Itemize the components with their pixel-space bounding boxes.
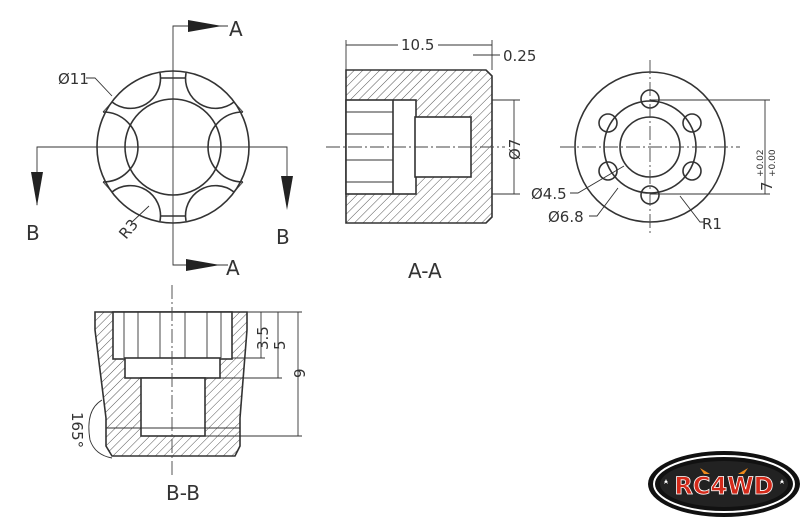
arrow-a-top-icon: [188, 20, 222, 32]
end-view: 7 +0.02 +0.00 Ø4.5 Ø6.8 R1: [531, 60, 778, 235]
arrow-a-bottom-icon: [186, 259, 220, 271]
arrow-b-right-icon: [281, 176, 293, 210]
tolerance-upper: +0.02: [756, 149, 766, 177]
section-line-a: [172, 25, 228, 266]
height-label: 9: [291, 368, 309, 378]
logo-text: RC4WD: [674, 472, 773, 500]
bore-label: Ø7: [506, 139, 524, 160]
rc4wd-logo: RC4WD: [648, 451, 800, 517]
diameter-leader: [86, 77, 113, 97]
angle-arc: [88, 399, 113, 459]
tolerance-lower: +0.00: [768, 149, 778, 177]
section-line-b: [36, 146, 288, 205]
diameter-label: Ø11: [58, 70, 89, 88]
inner-diameter-label: Ø4.5: [531, 185, 567, 203]
front-view: A A B B Ø11 R3: [26, 17, 293, 280]
star-left-icon: [664, 479, 668, 484]
angle-label: 165°: [68, 412, 86, 448]
radius-leader: [131, 205, 150, 223]
tolerance-nominal: 7: [758, 181, 776, 191]
arrow-b-left-icon: [31, 172, 43, 206]
label-a-top: A: [229, 17, 243, 41]
label-b-left: B: [26, 221, 40, 245]
label-b-right: B: [276, 225, 290, 249]
radius-label: R1: [702, 215, 722, 233]
section-bb-title: B-B: [166, 481, 200, 505]
chamfer-label: 0.25: [503, 47, 536, 65]
section-aa: 10.5 0.25 Ø7 A-A: [326, 36, 536, 283]
label-a-bottom: A: [226, 256, 240, 280]
depth2-label: 5: [271, 340, 289, 350]
section-aa-title: A-A: [408, 259, 442, 283]
star-right-icon: [780, 479, 784, 484]
section-bb: 3.5 5 9 165° B-B: [68, 285, 309, 505]
depth1-label: 3.5: [254, 326, 272, 350]
length-label: 10.5: [401, 36, 434, 54]
radius-label: R3: [115, 216, 142, 243]
mid-diameter-label: Ø6.8: [548, 208, 584, 226]
